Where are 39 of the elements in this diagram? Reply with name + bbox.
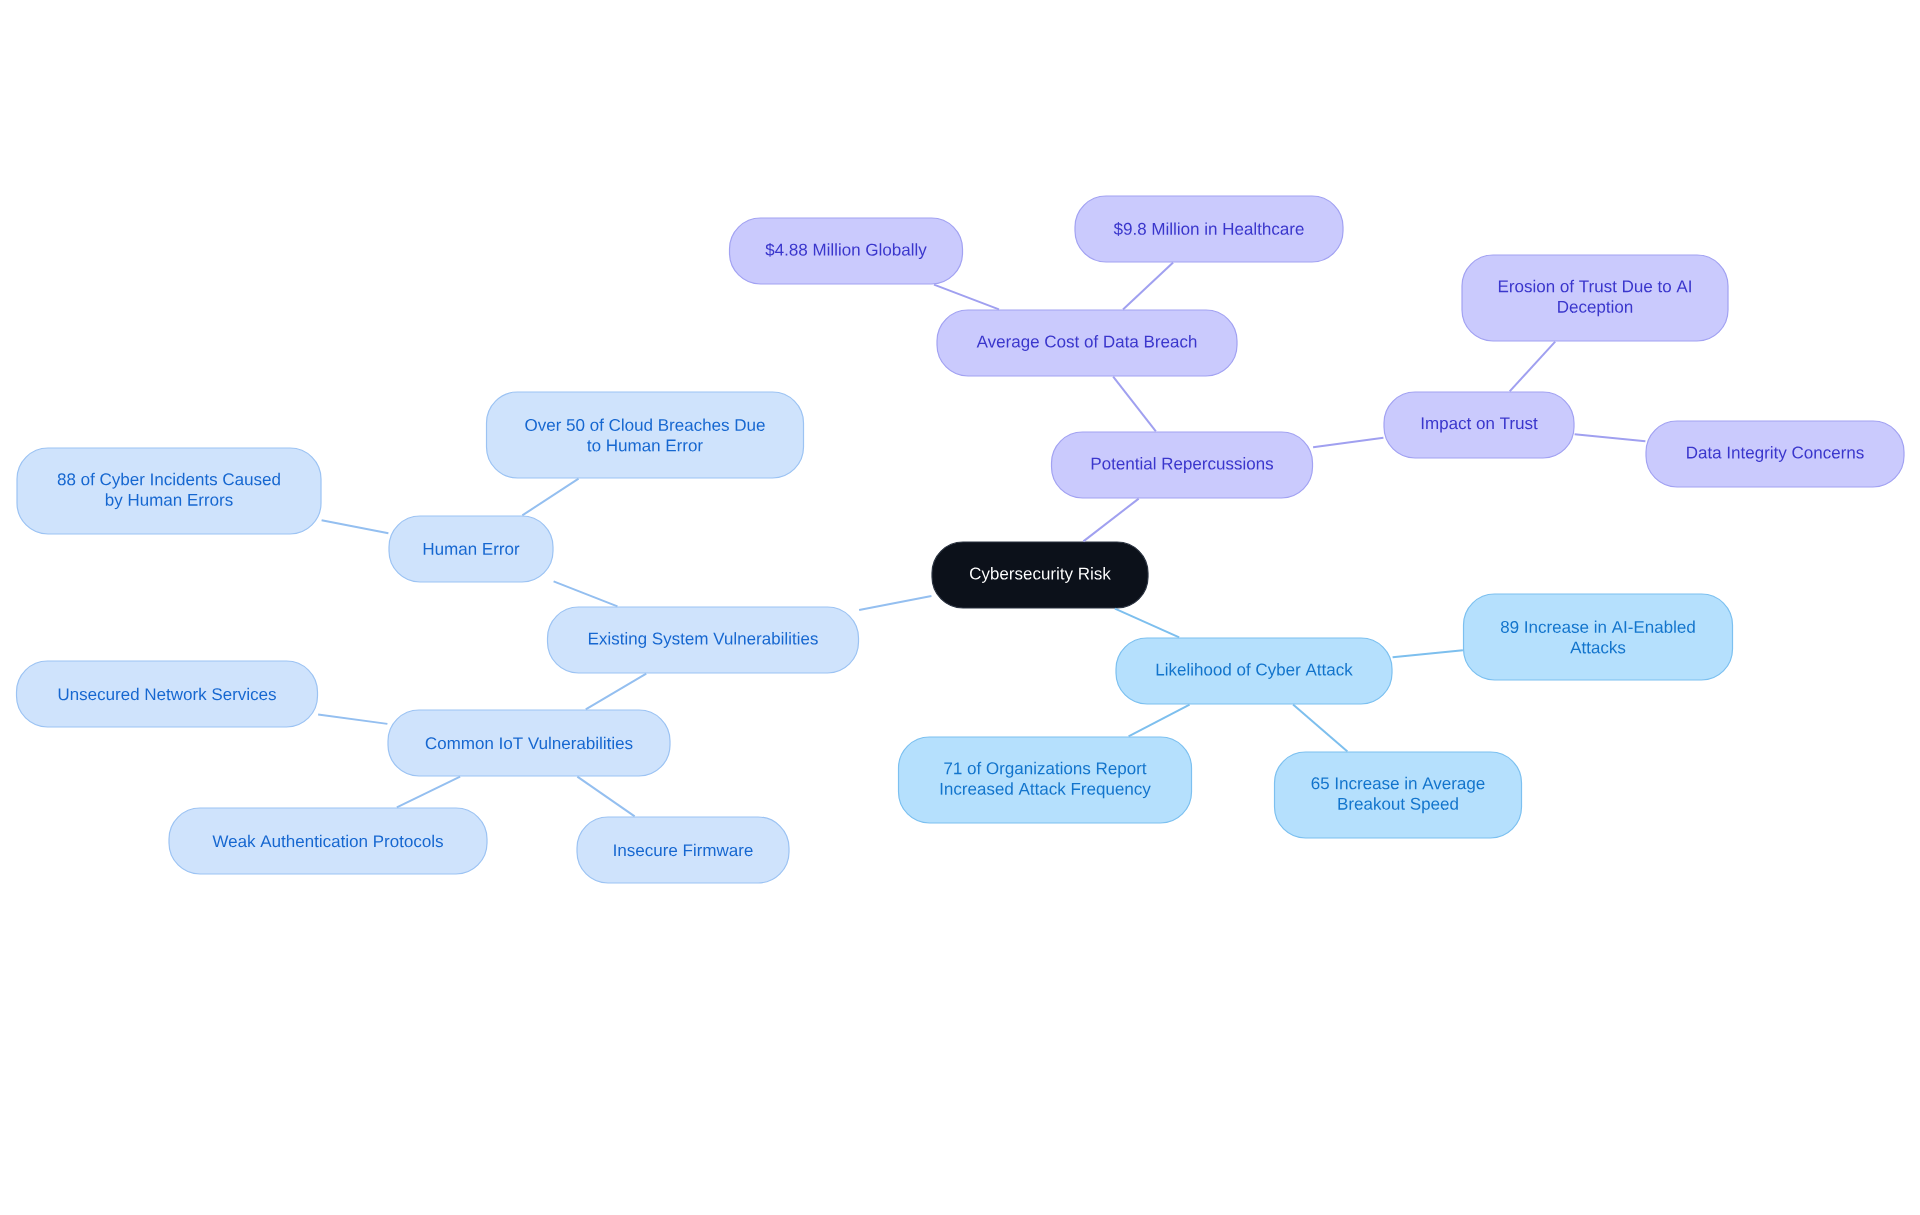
connector-line: [1082, 497, 1140, 543]
detail-node: Erosion of Trust Due to AI Deception: [1461, 254, 1729, 342]
connector-line: [1113, 607, 1181, 639]
connector-line: [1127, 703, 1191, 738]
connector-line: [1112, 375, 1157, 433]
connector-line: [858, 594, 933, 611]
topic-node: Average Cost of Data Breach: [936, 309, 1238, 377]
topic-node: Potential Repercussions: [1050, 431, 1314, 499]
detail-node: 71 of Organizations Report Increased Attack Frequency: [897, 736, 1193, 824]
connector-line: [320, 519, 390, 535]
topic-node: Unsecured Network Services: [15, 660, 319, 728]
detail-node: 89 Increase in AI-Enabled Attacks: [1462, 593, 1734, 681]
central-topic-node: Cybersecurity Risk: [931, 541, 1149, 609]
connector-line: [317, 713, 389, 725]
detail-node: 65 Increase in Average Breakout Speed: [1273, 751, 1523, 839]
connector-line: [576, 775, 636, 818]
detail-node: Over 50 of Cloud Breaches Due to Human Error: [485, 391, 805, 479]
connector-line: [1312, 436, 1385, 449]
topic-node: Impact on Trust: [1383, 391, 1575, 459]
topic-node: Insecure Firmware: [576, 816, 790, 884]
connector-line: [1292, 703, 1349, 753]
topic-node: Common IoT Vulnerabilities: [387, 709, 671, 777]
connector-line: [521, 477, 580, 517]
topic-node: $9.8 Million in Healthcare: [1074, 195, 1344, 263]
topic-node: Weak Authentication Protocols: [168, 807, 488, 875]
topic-node: Human Error: [388, 515, 554, 583]
connector-line: [1573, 433, 1647, 443]
connector-line: [1122, 261, 1175, 311]
connector-line: [584, 672, 648, 711]
topic-node: Likelihood of Cyber Attack: [1115, 637, 1393, 705]
connector-line: [395, 775, 462, 809]
detail-node: 88 of Cyber Incidents Caused by Human Errors: [16, 447, 322, 535]
topic-node: Data Integrity Concerns: [1645, 420, 1905, 488]
topic-node: Existing System Vulnerabilities: [546, 606, 860, 674]
connector-line: [552, 580, 619, 608]
connector-line: [933, 283, 1000, 311]
connector-line: [1391, 649, 1464, 659]
topic-node: $4.88 Million Globally: [728, 217, 964, 285]
connector-line: [1508, 340, 1557, 393]
